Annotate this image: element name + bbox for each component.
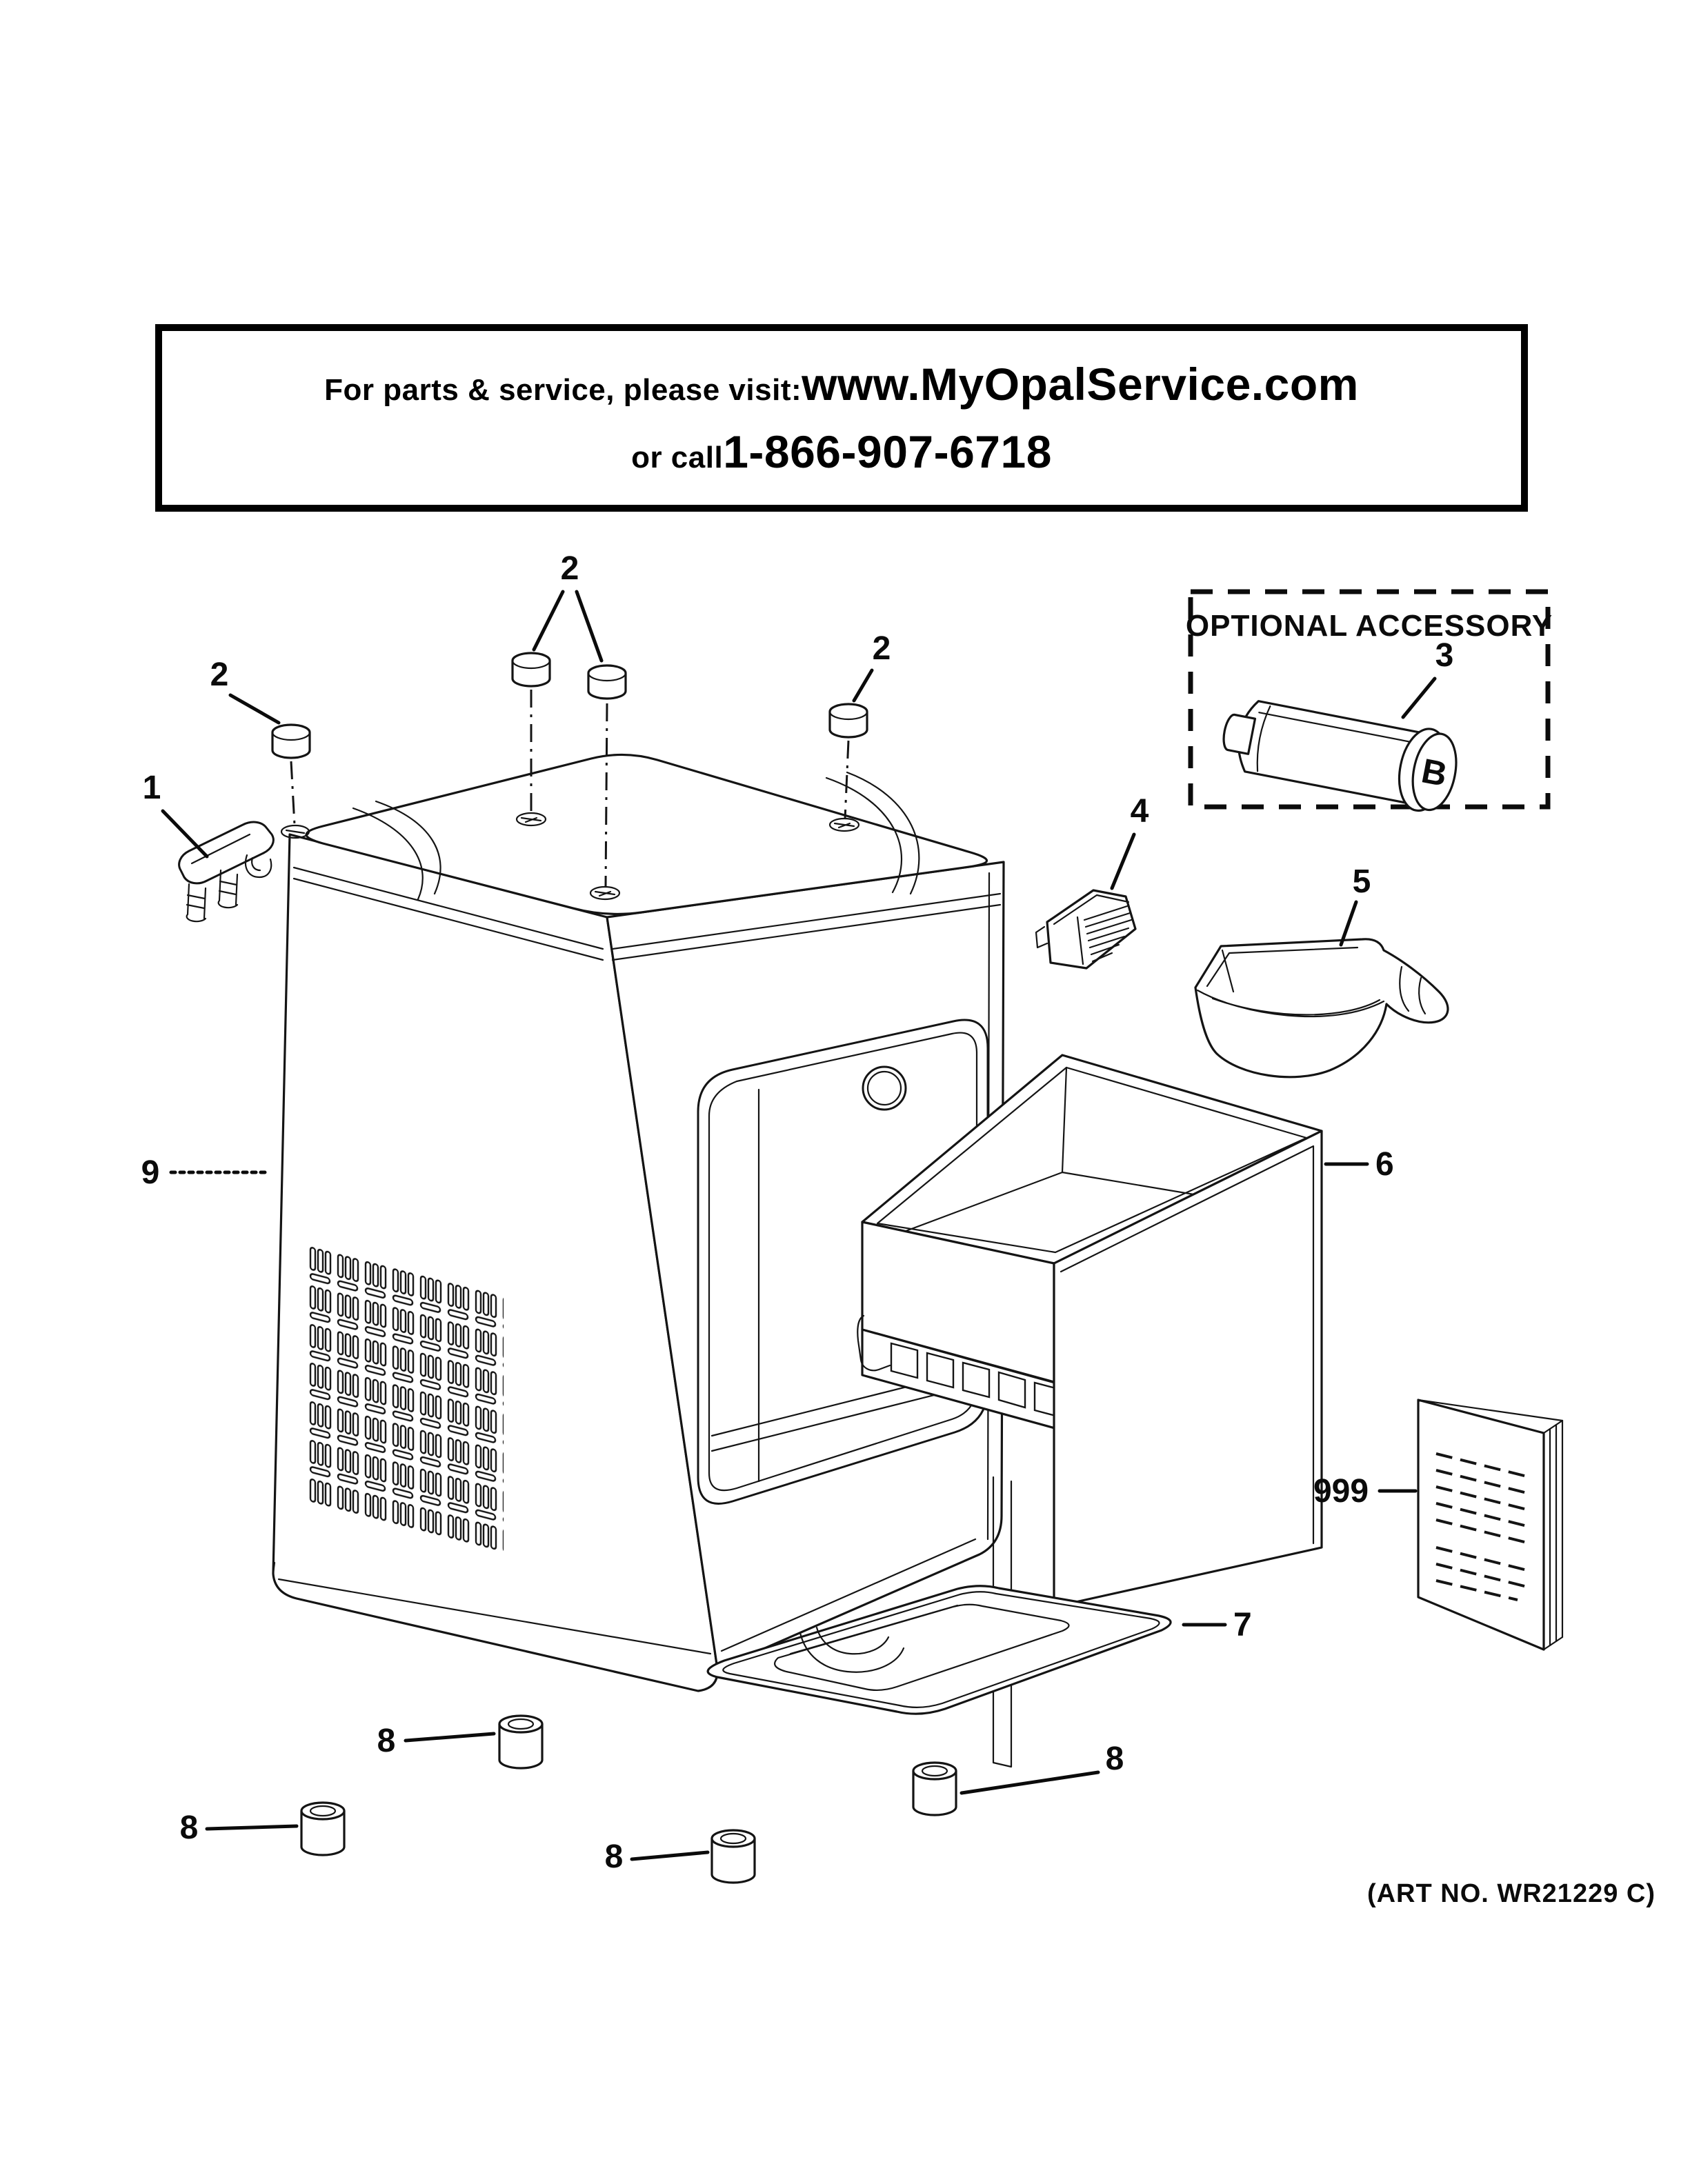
- visit-prefix-text: For parts & service, please visit:: [324, 373, 802, 407]
- leader-line-2-left: [228, 693, 281, 725]
- part-3-water-filter: B: [1222, 700, 1458, 812]
- part-4-louver-vent: [1035, 889, 1137, 970]
- leader-line-1: [161, 809, 209, 859]
- leader-line-4: [1110, 832, 1136, 890]
- callout-label-1: 1: [143, 770, 161, 806]
- part-6-ice-bin: [857, 1054, 1323, 1608]
- part-999-manual: [1417, 1399, 1564, 1651]
- top-screw-holes: [280, 812, 860, 901]
- part-2-caps: [271, 652, 868, 888]
- callout-label-3: 3: [1435, 637, 1454, 674]
- part-8-foot-1: [498, 1714, 544, 1770]
- main-cabinet-body: [272, 753, 1005, 1692]
- call-prefix-text: or call: [631, 441, 724, 474]
- callout-label-4: 4: [1131, 793, 1149, 830]
- optional-accessory-title: OPTIONAL ACCESSORY: [1186, 609, 1553, 643]
- part-8-foot-4: [710, 1829, 756, 1884]
- leader-line-5: [1339, 900, 1358, 947]
- leader-line-2-right: [852, 668, 874, 703]
- leader-line-3: [1401, 677, 1437, 719]
- manual-text-lines: [1435, 1452, 1531, 1601]
- callout-label-999: 999: [1313, 1473, 1369, 1510]
- service-website-url: www.MyOpalService.com: [802, 359, 1359, 410]
- part-1-water-clip: [178, 821, 275, 923]
- callout-label-8c: 8: [180, 1810, 199, 1846]
- leader-line-2a: [532, 590, 565, 652]
- part-5-ice-scoop: [1194, 938, 1449, 1079]
- leader-line-8d: [630, 1850, 710, 1861]
- part-8-foot-3: [300, 1801, 346, 1856]
- callout-label-5: 5: [1353, 863, 1371, 900]
- part-7-drip-tray: [706, 1585, 1172, 1715]
- service-info-box: For parts & service, please visit: www.M…: [155, 324, 1528, 512]
- leader-line-8a: [404, 1732, 496, 1743]
- callout-label-2-top: 2: [561, 550, 579, 587]
- power-button: [862, 1065, 907, 1111]
- part-2-cap-1: [511, 652, 551, 688]
- part-2-cap-4: [271, 723, 311, 759]
- callout-label-8b: 8: [1106, 1741, 1124, 1777]
- callout-label-8a: 8: [377, 1723, 396, 1759]
- callout-label-8d: 8: [605, 1839, 624, 1875]
- callout-label-6: 6: [1375, 1146, 1394, 1183]
- callout-label-7: 7: [1233, 1607, 1252, 1643]
- side-vent-grille: [309, 1245, 504, 1553]
- optional-accessory-box: OPTIONAL ACCESSORY B: [1186, 589, 1553, 812]
- service-phone-line: or call 1-866-907-6718: [631, 425, 1052, 478]
- part-2-cap-2: [587, 664, 627, 700]
- leader-line-8c: [205, 1824, 299, 1831]
- service-phone-number: 1-866-907-6718: [723, 426, 1052, 477]
- service-website-line: For parts & service, please visit: www.M…: [324, 358, 1359, 410]
- callout-label-9: 9: [141, 1154, 160, 1191]
- part-2-cap-3: [828, 703, 868, 739]
- callout-label-2-right: 2: [873, 630, 891, 667]
- callout-label-2-left: 2: [210, 657, 229, 693]
- leader-line-8b: [960, 1770, 1100, 1795]
- leader-line-2b: [575, 590, 604, 663]
- part-8-foot-2: [912, 1761, 957, 1816]
- art-number-text: (ART NO. WR21229 C): [1367, 1879, 1656, 1908]
- part-8-feet: [300, 1714, 957, 1884]
